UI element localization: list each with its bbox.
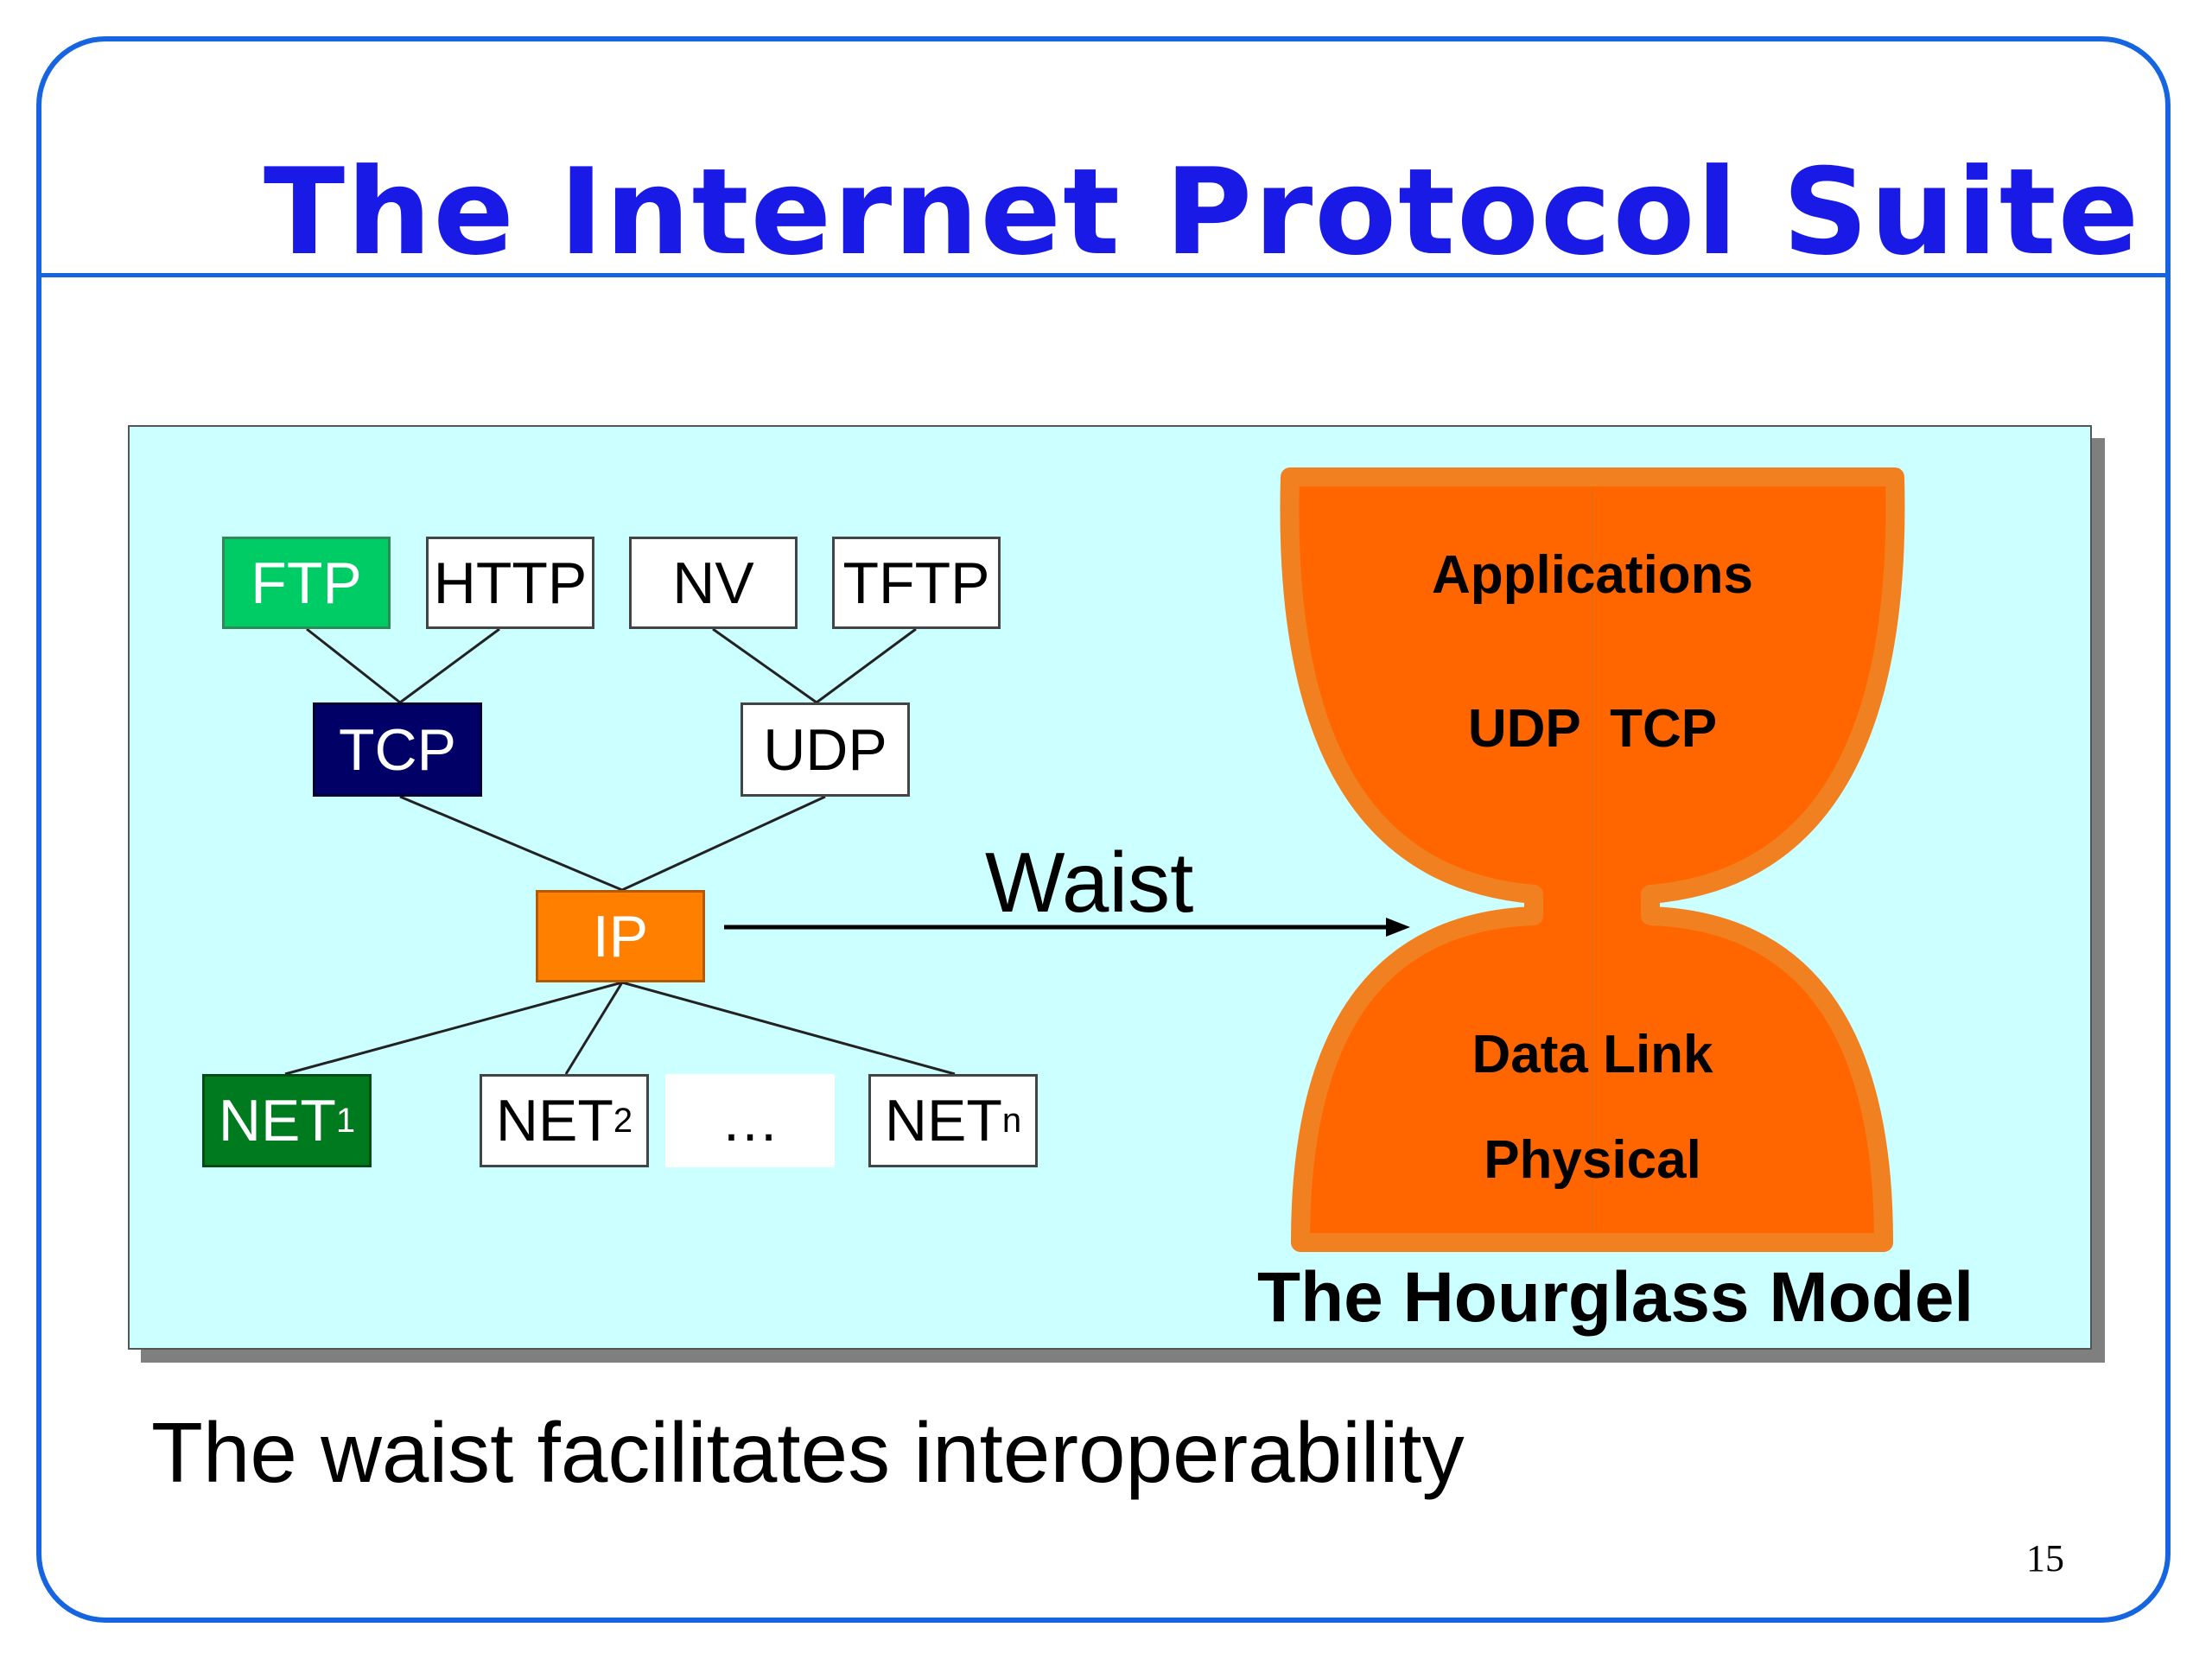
netn-subscript: n [1001,1101,1022,1140]
hourglass-caption: The Hourglass Model [1257,1258,1974,1337]
slide-frame [36,36,2171,1623]
protocol-box-tcp: TCP [313,702,482,797]
line-tcp-ip [399,795,623,892]
title-rule [39,273,2169,277]
hourglass-label-data-link: Data Link [1471,1025,1713,1084]
net2-subscript: 2 [613,1101,633,1140]
line-ip-net1 [284,981,623,1076]
waist-label: Waist [985,835,1194,930]
line-udp-ip [621,795,826,892]
slide-number: 15 [2026,1537,2064,1580]
line-http-tcp [399,627,500,704]
hourglass-label-physical: Physical [1484,1130,1701,1190]
hourglass-label-applications: Applications [1431,545,1754,605]
waist-arrow [724,918,1410,937]
net2-label: NET [495,1088,613,1154]
line-ip-net2 [564,982,624,1075]
hourglass-shape [1280,467,1905,1252]
protocol-box-ip: IP [536,890,705,982]
connector-lines [284,627,956,1076]
protocol-box-tftp: TFTP [832,537,1001,629]
protocol-box-udp: UDP [741,702,910,797]
body-text: The waist facilitates interoperability [151,1405,1465,1500]
net1-label: NET [218,1088,336,1154]
protocol-box-ftp: FTP [222,537,391,629]
netn-label: NET [884,1088,1002,1154]
net1-subscript: 1 [335,1101,356,1140]
line-nv-udp [712,627,817,704]
hourglass-label-transport: UDP TCP [1467,699,1718,759]
line-tftp-udp [816,627,917,704]
network-box-ellipsis: … [665,1074,835,1167]
line-ip-netn [621,981,956,1076]
protocol-box-nv: NV [629,537,798,629]
protocol-box-http: HTTP [426,537,594,629]
slide-title: The Internet Protocol Suite [264,143,2141,282]
line-ftp-tcp [306,627,401,704]
